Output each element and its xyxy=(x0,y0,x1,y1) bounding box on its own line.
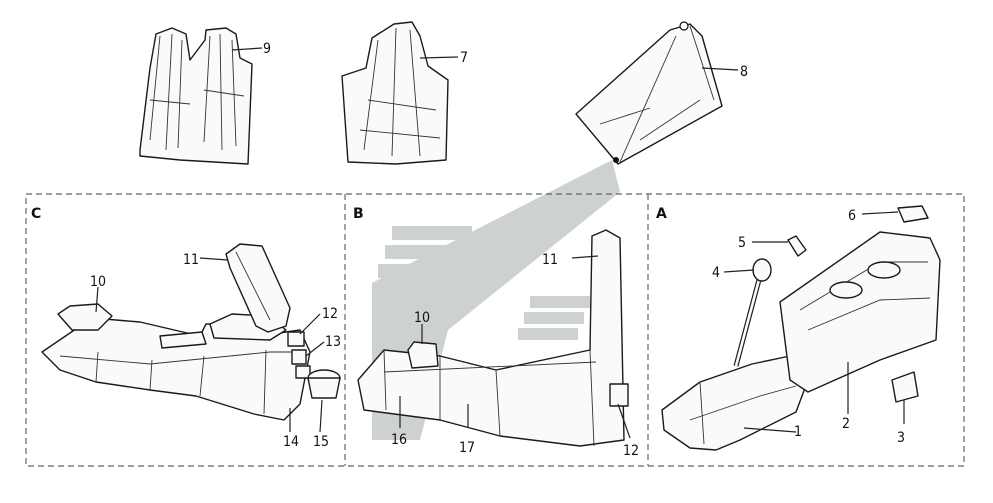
callout-b10: 10 xyxy=(414,310,430,326)
callout-3: 3 xyxy=(897,430,905,446)
leader-9 xyxy=(231,47,263,51)
part-c12-c13-switches xyxy=(287,331,311,379)
part-a1-front-console xyxy=(661,355,809,451)
part-7-gear-boot xyxy=(341,21,449,165)
part-c11-armrest xyxy=(225,243,291,333)
part-a6-switch-block xyxy=(897,205,929,223)
leader-a1 xyxy=(743,427,797,433)
section-a-label: A xyxy=(656,206,667,222)
callout-b11: 11 xyxy=(542,252,558,268)
part-b-console-assembly xyxy=(357,229,625,447)
callout-8: 8 xyxy=(740,64,748,80)
callout-6: 6 xyxy=(848,208,856,224)
leader-c10 xyxy=(95,286,99,313)
leader-7 xyxy=(419,56,459,59)
section-b-label: B xyxy=(353,206,364,222)
callout-c12: 12 xyxy=(322,306,338,322)
leader-a4 xyxy=(723,269,755,273)
part-b12-switch xyxy=(609,383,629,407)
part-a5-clip xyxy=(787,235,807,257)
callout-c13: 13 xyxy=(325,334,341,350)
callout-9: 9 xyxy=(263,41,271,57)
part-c-console-assembly xyxy=(41,303,311,421)
part-9-double-gear-boot xyxy=(139,27,253,165)
part-c15-cupholder xyxy=(307,369,341,399)
callout-c10: 10 xyxy=(90,274,106,290)
leader-b11 xyxy=(571,255,599,259)
callout-c15: 15 xyxy=(313,434,329,450)
callout-4: 4 xyxy=(712,265,720,281)
callout-c14: 14 xyxy=(283,434,299,450)
leader-8 xyxy=(701,67,739,71)
part-a2-rear-console xyxy=(779,231,941,393)
part-a3-switch xyxy=(891,371,919,403)
leader-c11 xyxy=(199,257,229,261)
leader-c13 xyxy=(305,341,325,357)
callout-7: 7 xyxy=(460,50,468,66)
section-c-label: C xyxy=(31,206,41,222)
sections-frame xyxy=(25,193,965,467)
callout-c11: 11 xyxy=(183,252,199,268)
callout-5: 5 xyxy=(738,235,746,251)
callout-1: 1 xyxy=(794,424,802,440)
part-8-gear-boot-frame xyxy=(575,21,723,165)
leader-b12 xyxy=(617,403,631,439)
part-a4-gear-lever xyxy=(733,258,772,367)
callout-b17: 17 xyxy=(459,440,475,456)
leader-a6 xyxy=(861,211,899,215)
callout-2: 2 xyxy=(842,416,850,432)
leader-c15 xyxy=(319,399,323,433)
leader-c12 xyxy=(299,313,321,335)
callout-b12: 12 xyxy=(623,443,639,459)
callout-b16: 16 xyxy=(391,432,407,448)
